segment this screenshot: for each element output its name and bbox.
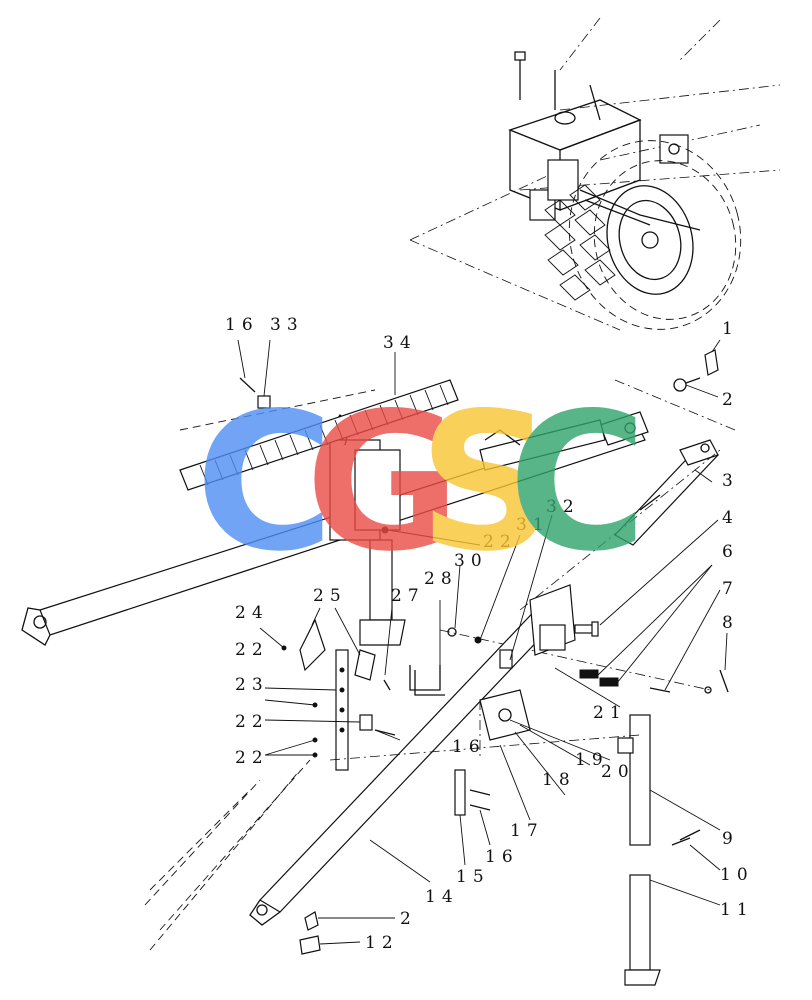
callout-19: 19 xyxy=(575,750,609,770)
callout-25: 25 xyxy=(313,586,347,606)
callout-7: 7 xyxy=(722,579,739,599)
callout-1: 1 xyxy=(722,319,739,339)
callout-6: 6 xyxy=(722,542,739,562)
callout-22-b: 23 xyxy=(235,675,269,695)
callout-12: 12 xyxy=(365,933,399,953)
watermark-letter-c1: C xyxy=(195,372,334,593)
watermark-letter-c2: C xyxy=(508,372,647,593)
hitch-clevis-parts xyxy=(439,349,736,694)
callout-24: 22 xyxy=(235,640,269,660)
callout-33: 33 xyxy=(270,315,304,335)
watermark-letter-g: G xyxy=(305,372,461,593)
callout-32: 32 xyxy=(546,497,580,517)
watermark-letter-s: S xyxy=(418,372,555,593)
callout-27: 27 xyxy=(391,586,425,606)
callout-22-upper: 22 xyxy=(483,532,517,552)
callout-labels: 16 33 34 1 2 3 4 6 7 8 32 31 22 30 28 25… xyxy=(225,315,754,953)
callout-15: 15 xyxy=(456,867,490,887)
callout-23: 22 xyxy=(235,712,269,732)
callout-20: 20 xyxy=(601,762,635,782)
leader-lines xyxy=(237,339,728,945)
callout-8: 8 xyxy=(722,613,739,633)
callout-16-mid: 16 xyxy=(452,737,486,757)
callout-2-lower: 2 xyxy=(400,909,417,929)
callout-16-lower: 16 xyxy=(485,847,519,867)
callout-21: 21 xyxy=(593,703,627,723)
callout-18: 18 xyxy=(542,770,576,790)
callout-31: 31 xyxy=(516,515,550,535)
callout-9: 9 xyxy=(722,829,739,849)
callout-14: 14 xyxy=(425,887,459,907)
callout-17: 17 xyxy=(510,821,544,841)
callout-22-c: 22 xyxy=(235,748,269,768)
springs xyxy=(579,669,619,687)
callout-10: 10 xyxy=(720,865,754,885)
callout-3: 3 xyxy=(722,471,739,491)
callout-16-upper: 16 xyxy=(225,315,259,335)
lower-tongue-assembly xyxy=(144,584,701,986)
callout-30: 30 xyxy=(454,551,488,571)
callout-11: 11 xyxy=(720,900,754,920)
spring-coil xyxy=(179,379,459,491)
vehicle-rear-with-wheel xyxy=(409,17,781,331)
callout-2-upper: 2 xyxy=(722,390,739,410)
jack-stand xyxy=(329,413,406,646)
callout-28: 28 xyxy=(424,569,458,589)
callout-4: 4 xyxy=(722,508,739,528)
callout-22-a: 24 xyxy=(235,603,269,623)
watermark-logo: C G S C xyxy=(195,372,647,593)
upper-tongue-assembly xyxy=(21,377,649,646)
callout-34: 34 xyxy=(383,333,417,353)
